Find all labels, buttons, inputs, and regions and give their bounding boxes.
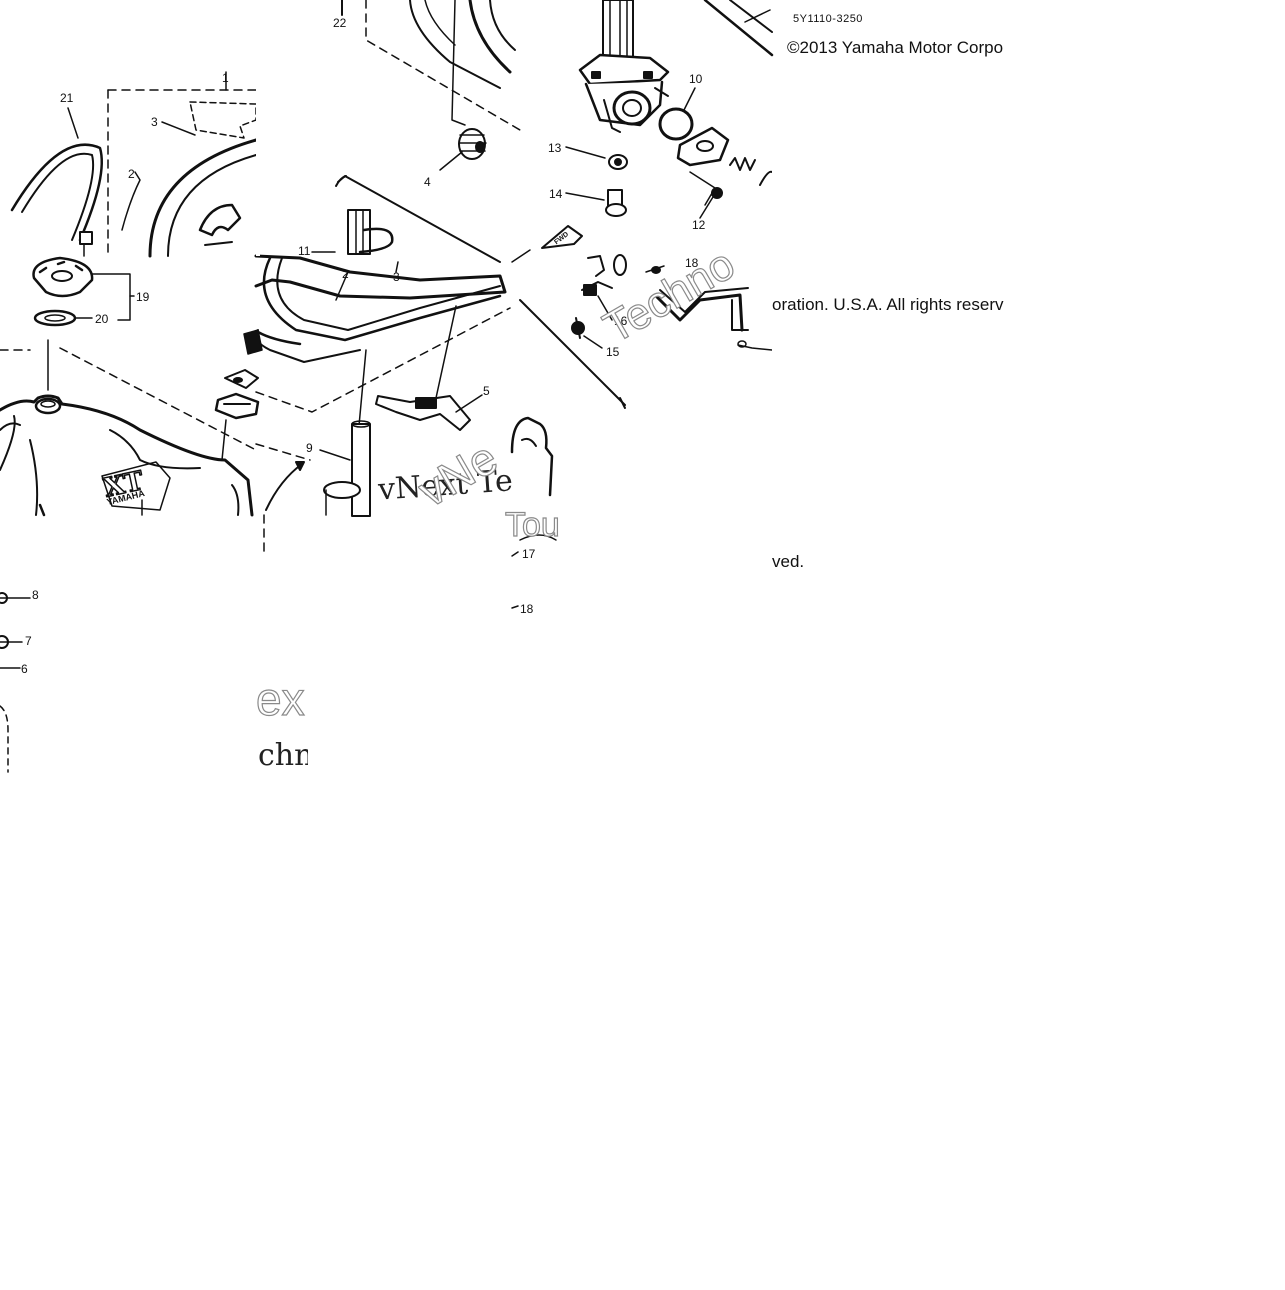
callout-22: 22 (333, 16, 347, 30)
callout-3a: 3 (151, 115, 158, 129)
part-fuel-cock (578, 0, 670, 133)
callout-2b: 2 (342, 267, 349, 281)
callout-7: 7 (25, 634, 32, 648)
part-8-plug (243, 329, 302, 355)
tank-center-tile (214, 175, 557, 557)
part-14-bolt (605, 189, 627, 217)
part-7-grommet (224, 369, 259, 389)
callout-19: 19 (136, 290, 150, 304)
part-4-knob (458, 128, 487, 160)
callout-16: 16 (614, 314, 628, 328)
part-10-o-ring (658, 107, 694, 141)
part-6-damper (214, 392, 260, 420)
callout-4: 4 (424, 175, 431, 189)
hose-tile (511, 225, 773, 409)
callout-15: 15 (606, 345, 620, 359)
part-gasket-plate (676, 126, 730, 167)
tank-logo (101, 461, 171, 511)
copyright-line-1: ©2013 Yamaha Motor Corpo (787, 38, 1004, 57)
callout-20: 20 (95, 312, 109, 326)
callout-3b: 3 (393, 270, 400, 284)
fwd-arrow-tag (541, 225, 583, 249)
hardware-tile (0, 551, 519, 773)
tank-body-tile (0, 256, 257, 517)
callout-18b: 18 (520, 602, 534, 616)
callout-11: 11 (298, 244, 311, 258)
part-9-pipe (323, 420, 371, 517)
callout-2a: 2 (128, 167, 135, 181)
part-20-gasket (33, 309, 77, 327)
part-code: 5Y1110-3250 (793, 13, 863, 25)
callout-17: 17 (522, 547, 536, 561)
callout-12: 12 (692, 218, 706, 232)
fuel-cock-tile (341, 0, 774, 219)
callout-10: 10 (689, 72, 703, 86)
part-11-breather (347, 209, 394, 255)
part-5-band (375, 395, 471, 431)
callout-14: 14 (549, 187, 563, 201)
callout-5: 5 (483, 384, 490, 398)
callout-18a: 18 (685, 256, 699, 270)
tank-left-tile (10, 71, 258, 258)
callout-9: 9 (306, 441, 313, 455)
part-19-filler-cap (32, 256, 94, 298)
copyright-line-3: ved. (772, 552, 805, 571)
callout-13: 13 (548, 141, 562, 155)
callout-1: 1 (222, 71, 229, 85)
callout-21: 21 (60, 91, 74, 105)
callout-8: 8 (32, 588, 39, 602)
part-13-nut (608, 154, 628, 170)
callout-6: 6 (21, 662, 28, 676)
copyright-line-2: oration. U.S.A. All rights reserv (772, 295, 1004, 314)
